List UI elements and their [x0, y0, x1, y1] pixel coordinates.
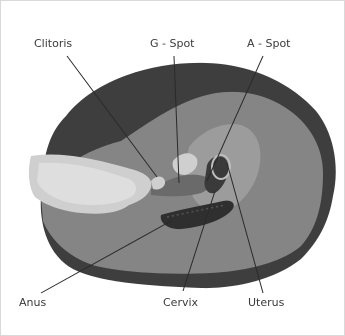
label-uterus: Uterus: [248, 297, 284, 309]
label-anus: Anus: [19, 297, 46, 309]
label-clitoris: Clitoris: [34, 38, 72, 50]
label-cervix: Cervix: [163, 297, 198, 309]
label-g-spot: G - Spot: [150, 38, 195, 50]
label-a-spot: A - Spot: [247, 38, 291, 50]
